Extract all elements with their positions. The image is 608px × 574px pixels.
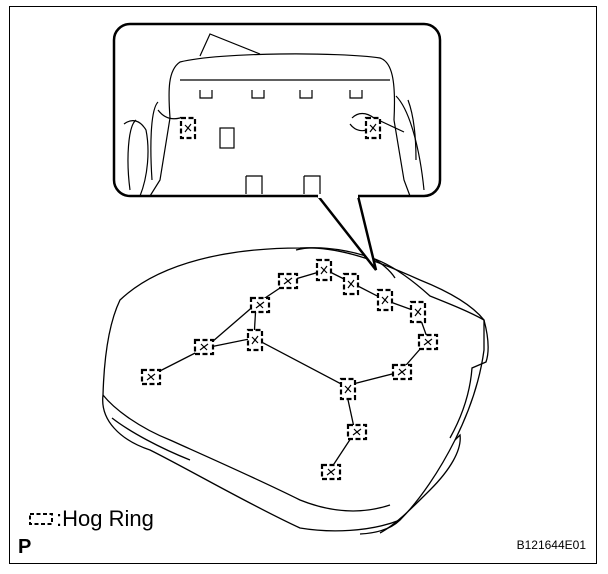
callout-pointer <box>317 195 378 271</box>
hog-ring-icon <box>29 513 53 525</box>
hog-ring-icon <box>246 328 264 352</box>
hog-ring-icon <box>277 272 299 290</box>
hog-ring-icon <box>364 116 382 140</box>
detail-callout <box>112 22 442 198</box>
hog-ring-icon <box>342 272 360 296</box>
hog-ring-icon <box>391 363 413 381</box>
seat-cushion <box>102 247 489 535</box>
hog-ring-icon <box>376 288 394 312</box>
figure-id: B121644E01 <box>516 538 586 552</box>
figure-frame <box>9 6 597 564</box>
hog-ring-icon <box>346 423 368 441</box>
hog-ring-icon <box>339 377 357 401</box>
hog-ring-icon <box>193 338 215 356</box>
hog-ring-icon <box>179 116 197 140</box>
hog-ring-icon <box>320 463 342 481</box>
hog-ring-icon <box>249 296 271 314</box>
hog-ring-icon <box>417 333 439 351</box>
hog-ring-icon <box>409 300 427 324</box>
corner-mark: P <box>18 536 32 558</box>
hog-ring-icon <box>315 258 333 282</box>
hog-ring-icon <box>140 368 162 386</box>
legend: :Hog Ring <box>28 506 154 532</box>
legend-label: :Hog Ring <box>56 506 154 531</box>
